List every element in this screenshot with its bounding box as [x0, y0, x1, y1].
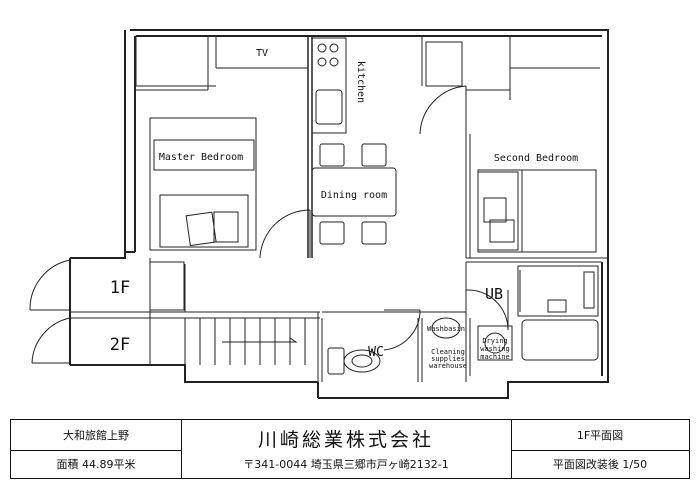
drying-label-1: Drying — [482, 337, 507, 345]
floor-plan: TV kitchen Master Bedroom Dining room Se… — [29, 29, 609, 399]
toilet-partitions — [317, 289, 509, 382]
divider — [11, 450, 181, 451]
drying-label-2: washing — [480, 345, 510, 353]
divider — [181, 420, 182, 478]
cleaning-label-2: supplies — [431, 355, 465, 363]
drawing-subtitle: 平面図改装後 1/50 — [552, 458, 648, 471]
drawing-title: 1F平面図 — [576, 429, 624, 442]
company-name: 川崎総業株式会社 — [257, 428, 434, 451]
floor-1f-label: 1F — [110, 278, 130, 298]
ub-label: UB — [485, 285, 503, 303]
upper-right-partitions — [419, 36, 600, 258]
title-block: 大和旅館上野 面積 44.89平米 川崎総業株式会社 〒341-0044 埼玉県… — [10, 419, 690, 479]
second-bedroom-label: Second Bedroom — [494, 153, 578, 164]
cleaning-label-3: warehouse — [429, 362, 467, 370]
property-name: 大和旅館上野 — [63, 429, 129, 442]
kitchen-counter — [311, 37, 347, 134]
master-bedroom-label: Master Bedroom — [159, 152, 243, 163]
company-address: 〒341-0044 埼玉県三郷市戸ヶ崎2132-1 — [243, 458, 449, 471]
tv-label: TV — [256, 48, 268, 59]
toilet — [327, 347, 381, 375]
floor-2f-label: 2F — [110, 335, 130, 355]
unit-bath — [465, 257, 608, 361]
floor-area: 面積 44.89平米 — [56, 458, 136, 471]
wc-label: WC — [368, 345, 384, 360]
tv-wall — [215, 36, 308, 69]
kitchen-label: kitchen — [355, 61, 366, 103]
outer-walls — [69, 29, 609, 399]
closet-upper-left — [135, 35, 216, 91]
master-bedroom-door — [259, 209, 311, 259]
washbasin-area — [431, 317, 513, 361]
drying-label-3: machine — [480, 353, 510, 361]
cleaning-label-1: Cleaning — [431, 348, 465, 356]
dining-set — [311, 143, 397, 245]
washbasin-label: Washbasin — [427, 325, 465, 333]
stair-area — [29, 258, 320, 365]
divider — [511, 450, 689, 451]
second-bed — [477, 169, 597, 253]
dining-room-label: Dining room — [321, 190, 387, 201]
divider — [511, 420, 512, 478]
master-bed — [149, 117, 257, 251]
